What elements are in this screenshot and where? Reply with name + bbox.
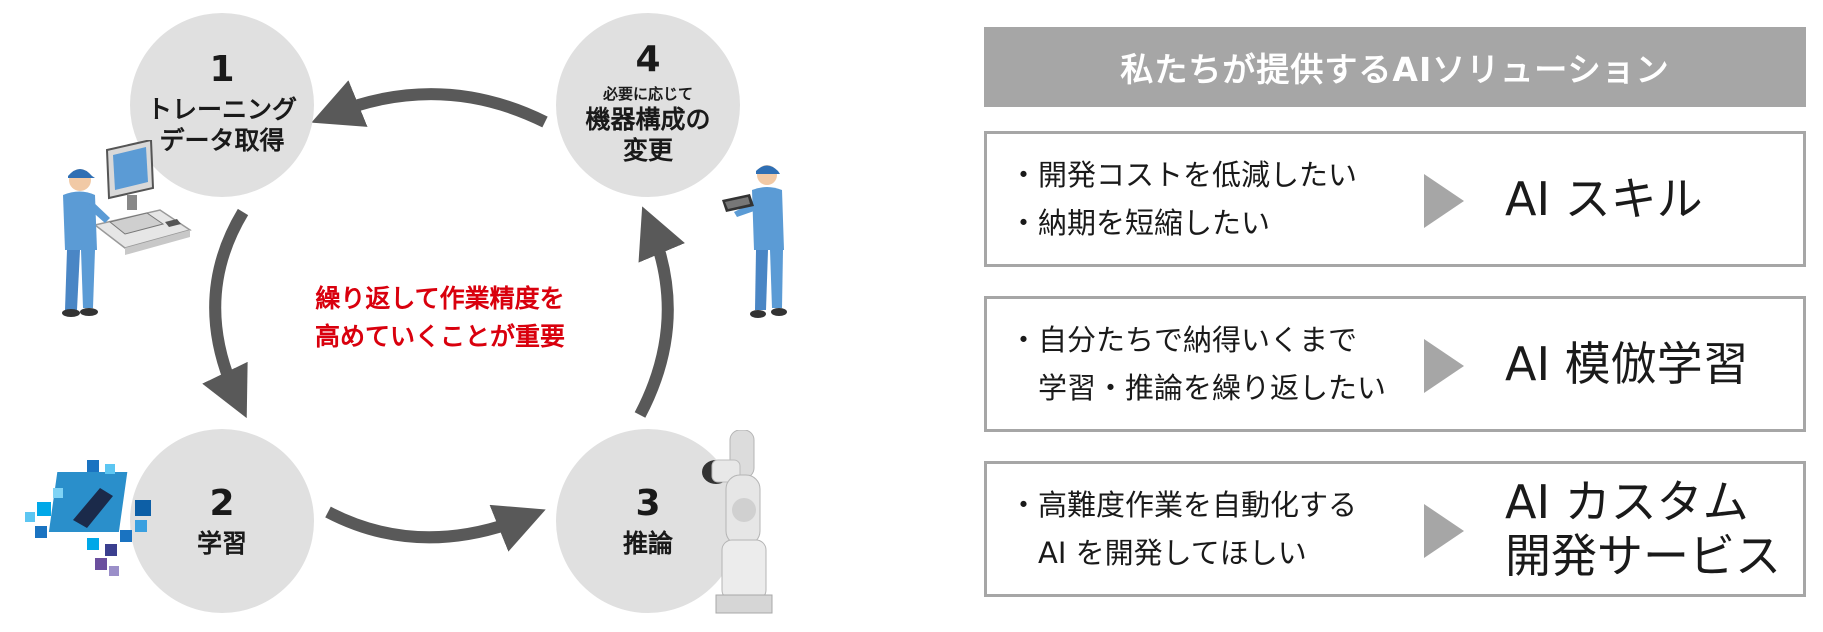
need-text: ・自分たちで納得いくまで: [1009, 323, 1358, 357]
triangle-arrow-icon: [1424, 504, 1464, 558]
step-4-label-line-1: 機器構成の: [585, 105, 711, 134]
solution-1-name: AI スキル: [1505, 134, 1703, 264]
solution-3-name: AI カスタム 開発サービス: [1505, 464, 1781, 594]
step-1-circle: 1 トレーニング データ取得: [130, 13, 314, 197]
step-1-number: 1: [209, 49, 235, 90]
triangle-arrow-icon: [1424, 174, 1464, 228]
cycle-arrows: [202, 80, 685, 552]
solution-name-line: AI カスタム: [1505, 475, 1749, 529]
solution-ai-imitation-learning: ・自分たちで納得いくまで 学習・推論を繰り返したい AI 模倣学習: [984, 296, 1806, 432]
solution-3-needs: ・高難度作業を自動化する AI を開発してほしい: [1009, 464, 1357, 594]
solution-name-line: AI スキル: [1505, 172, 1703, 226]
need-text: AI を開発してほしい: [1009, 536, 1307, 570]
solutions-panel-title: 私たちが提供するAIソリューション: [984, 27, 1806, 107]
center-note-line-1: 繰り返して作業精度を: [315, 284, 565, 313]
step-1-label-line-2: データ取得: [159, 126, 285, 155]
need-text: ・納期を短縮したい: [1009, 206, 1271, 240]
ai-chip-icon: [25, 460, 151, 576]
step-4-circle: 4 必要に応じて 機器構成の 変更: [556, 13, 740, 197]
arrow-4-to-1: [311, 80, 548, 128]
triangle-arrow-icon: [1424, 339, 1464, 393]
step-2-label: 学習: [196, 528, 247, 558]
arrow-1-to-2: [202, 208, 249, 419]
step-3-label: 推論: [622, 528, 673, 558]
step-3-circle: 3 推論: [556, 429, 740, 613]
solution-ai-skill: ・開発コストを低減したい ・納期を短縮したい AI スキル: [984, 131, 1806, 267]
robot-arm-icon: [702, 430, 773, 614]
step-2-circle: 2 学習: [130, 429, 314, 613]
need-text: 学習・推論を繰り返したい: [1009, 371, 1387, 405]
solution-2-needs: ・自分たちで納得いくまで 学習・推論を繰り返したい: [1009, 299, 1386, 429]
need-text: ・高難度作業を自動化する: [1009, 488, 1358, 522]
solution-1-needs: ・開発コストを低減したい ・納期を短縮したい: [1009, 134, 1357, 264]
solution-2-name: AI 模倣学習: [1505, 299, 1749, 429]
arrow-2-to-3: [325, 504, 546, 552]
step-3-number: 3: [635, 482, 661, 524]
center-note-line-2: 高めていくことが重要: [314, 322, 565, 351]
step-4-note: 必要に応じて: [602, 85, 693, 103]
solution-name-line: 開発サービス: [1505, 529, 1781, 583]
step-2-number: 2: [209, 482, 235, 524]
arrow-3-to-4: [634, 206, 685, 418]
step-4-number: 4: [635, 39, 661, 80]
worker-tablet-icon: [722, 165, 787, 318]
need-text: ・開発コストを低減したい: [1009, 158, 1358, 192]
worker-computer-icon: [62, 140, 192, 317]
center-note: 繰り返して作業精度を 高めていくことが重要: [300, 280, 580, 356]
step-1-label-line-1: トレーニング: [146, 95, 297, 124]
solution-ai-custom-development: ・高難度作業を自動化する AI を開発してほしい AI カスタム 開発サービス: [984, 461, 1806, 597]
step-4-label-line-2: 変更: [622, 136, 673, 165]
solution-name-line: AI 模倣学習: [1505, 337, 1749, 391]
